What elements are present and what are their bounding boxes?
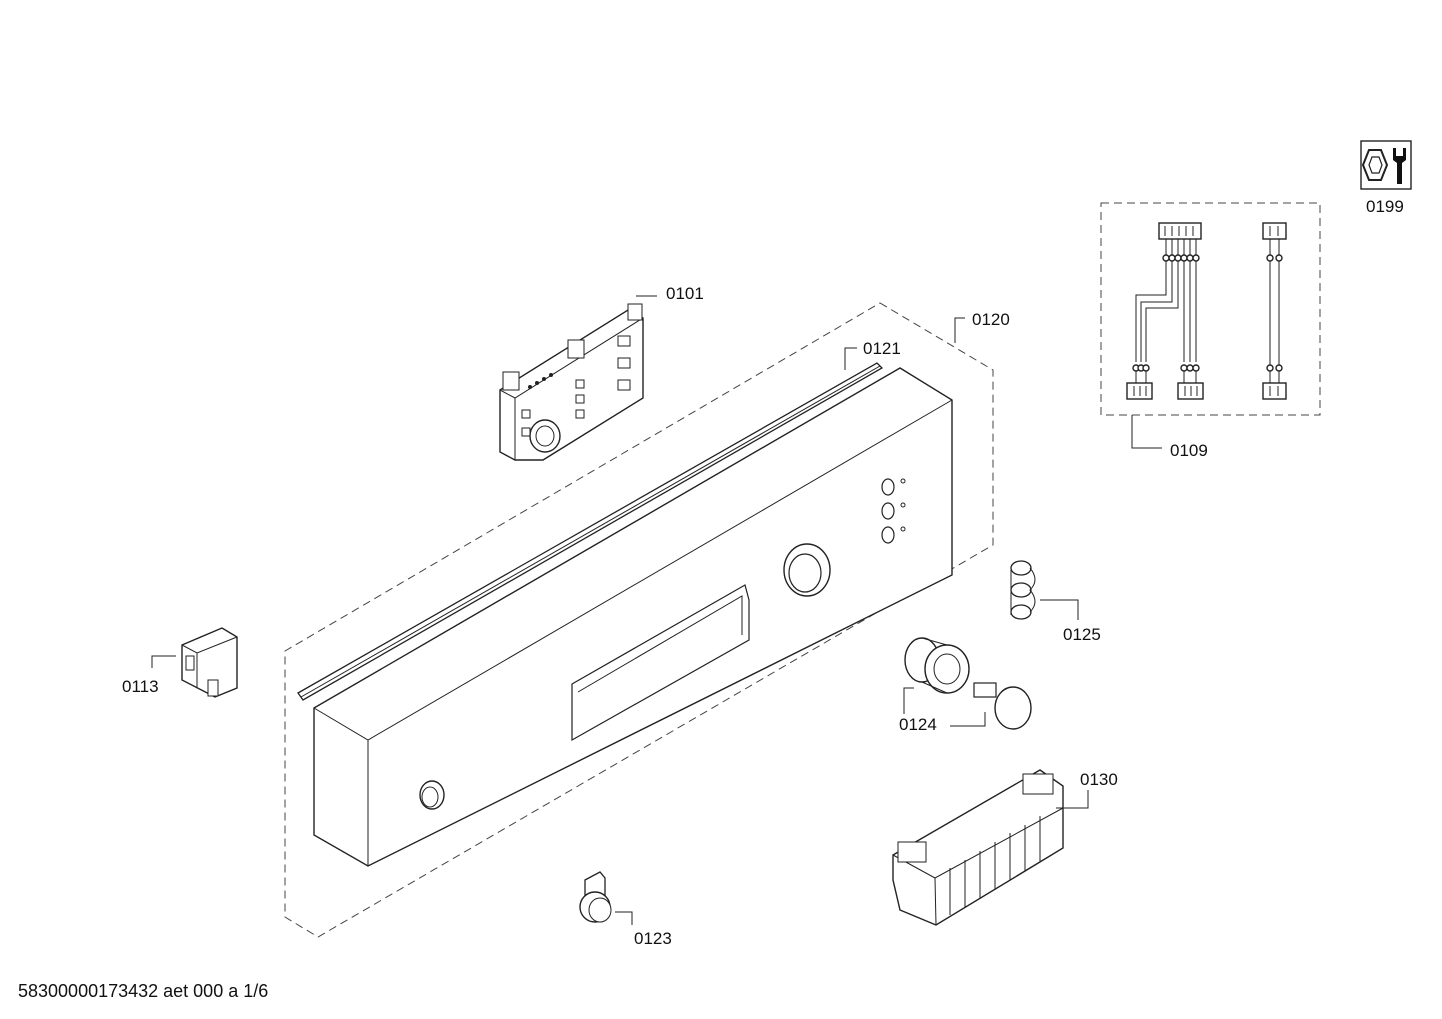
label-0113: 0113 bbox=[122, 677, 159, 696]
push-button-part[interactable] bbox=[579, 871, 612, 923]
label-0130: 0130 bbox=[1080, 770, 1118, 789]
label-0124: 0124 bbox=[899, 715, 937, 734]
mounting-bracket[interactable] bbox=[892, 769, 1064, 926]
label-0123: 0123 bbox=[634, 929, 672, 948]
service-wrench-icon[interactable] bbox=[1360, 140, 1412, 190]
label-0199: 0199 bbox=[1366, 197, 1404, 216]
clip-part[interactable] bbox=[181, 627, 238, 698]
electronic-module[interactable] bbox=[499, 303, 644, 461]
wire-harness-multi[interactable] bbox=[1126, 222, 1204, 400]
label-0125: 0125 bbox=[1063, 625, 1101, 644]
label-0120: 0120 bbox=[972, 310, 1010, 329]
panel-group-outline bbox=[284, 302, 994, 938]
label-0121: 0121 bbox=[863, 339, 901, 358]
harness-group-box bbox=[1100, 202, 1321, 416]
knob-assembly[interactable] bbox=[904, 637, 1032, 730]
wire-harness-single[interactable] bbox=[1262, 222, 1287, 400]
drawing-id-footer: 58300000173432 aet 000 a 1/6 bbox=[18, 981, 269, 1001]
seal-strip[interactable] bbox=[297, 362, 884, 701]
label-0101: 0101 bbox=[666, 284, 704, 303]
control-panel-fascia[interactable] bbox=[313, 367, 953, 867]
button-caps[interactable] bbox=[1010, 560, 1036, 620]
label-0109: 0109 bbox=[1170, 441, 1208, 460]
